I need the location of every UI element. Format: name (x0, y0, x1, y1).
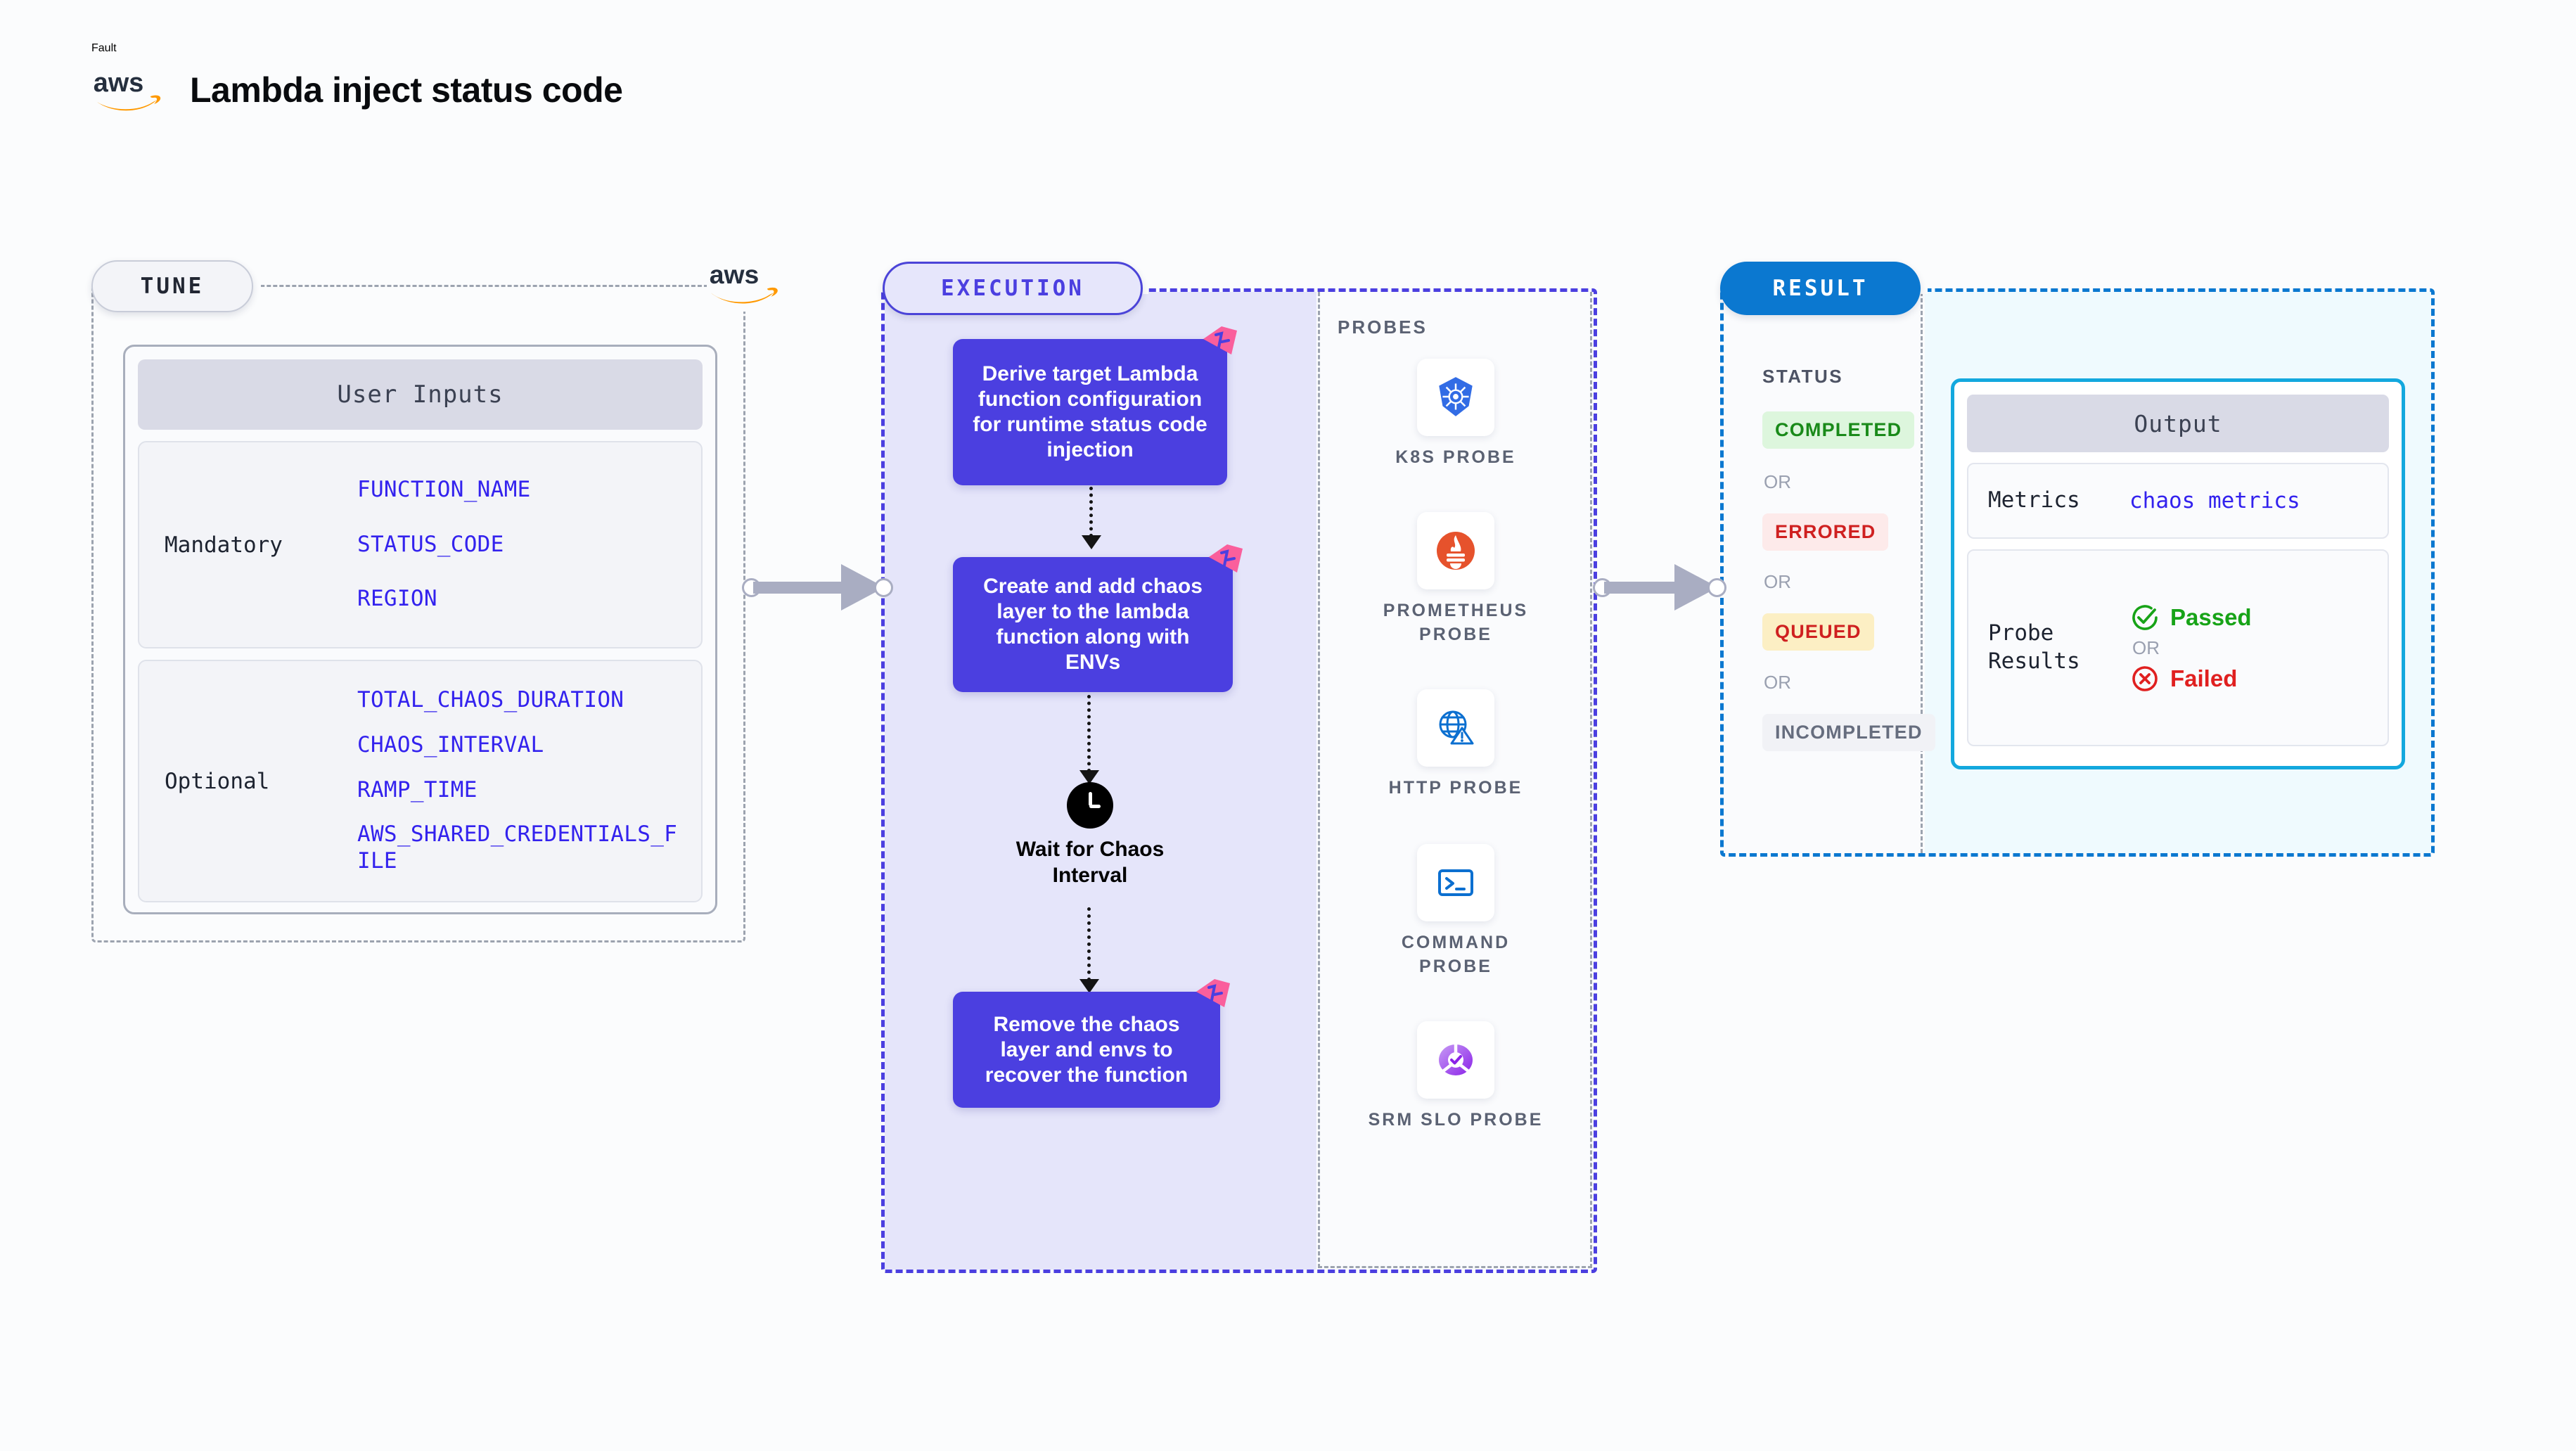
probe-results-label: Probe Results (1988, 620, 2080, 674)
output-title: Output (1967, 395, 2389, 452)
metrics-label: Metrics (1988, 487, 2080, 513)
probe-label: PROMETHEUS PROBE (1383, 601, 1529, 644)
optional-label: Optional (165, 768, 270, 794)
probe-result-or-label: OR (2132, 637, 2160, 658)
status-or-label: OR (1764, 571, 1791, 592)
svg-text:aws: aws (710, 260, 760, 289)
user-inputs-card: User Inputs Mandatory FUNCTION_NAME STAT… (123, 345, 717, 914)
flow-arrow-head (1082, 535, 1101, 549)
execution-container (881, 288, 1597, 1273)
connector-line (1604, 582, 1696, 594)
status-title: STATUS (1762, 366, 1844, 387)
flow-arrow-line (1087, 695, 1091, 772)
check-circle-icon (2132, 604, 2158, 630)
execution-step[interactable]: Remove the chaos layer and envs to recov… (953, 979, 1230, 1108)
passed-label: Passed (2170, 603, 2252, 630)
page-header: Fault aws Lambda inject status code (91, 42, 623, 115)
wait-label: Wait for Chaos Interval (1015, 838, 1165, 887)
input-var: STATUS_CODE (357, 531, 504, 557)
result-container (1720, 288, 2435, 857)
page-title: Lambda inject status code (190, 70, 623, 110)
probe-item-prometheus[interactable]: PROMETHEUS PROBE (1364, 512, 1547, 647)
flow-arrow-line (1089, 487, 1093, 537)
execution-section-label[interactable]: EXECUTION (883, 262, 1143, 315)
x-circle-icon (2132, 665, 2158, 691)
execution-step[interactable]: Create and add chaos layer to the lambda… (953, 544, 1243, 692)
kubernetes-icon (1417, 359, 1494, 436)
flow-arrow-head (1079, 979, 1099, 993)
probe-label: K8S PROBE (1395, 447, 1516, 467)
probe-item-http[interactable]: HTTP PROBE (1364, 689, 1547, 800)
execution-step[interactable]: Derive target Lambda function configurat… (953, 326, 1237, 485)
input-var: TOTAL_CHAOS_DURATION (357, 686, 624, 712)
execution-step-text: Derive target Lambda function configurat… (973, 362, 1207, 461)
input-var: AWS_SHARED_CREDENTIALS_FILE (357, 822, 678, 874)
status-badge-errored: ERRORED (1762, 513, 1889, 551)
terminal-icon (1417, 844, 1494, 921)
output-probe-results-row: Probe Results Passed OR Failed (1967, 549, 2389, 746)
failed-label: Failed (2170, 665, 2238, 691)
probe-label: SRM SLO PROBE (1368, 1110, 1544, 1130)
probe-result-passed: Passed (2129, 602, 2252, 633)
probe-label: COMMAND PROBE (1401, 933, 1511, 976)
input-var: RAMP_TIME (357, 776, 478, 803)
probe-label: HTTP PROBE (1388, 778, 1523, 798)
tune-section-label[interactable]: TUNE (91, 260, 253, 312)
user-inputs-title: User Inputs (138, 359, 703, 430)
optional-values: TOTAL_CHAOS_DURATION CHAOS_INTERVAL RAMP… (357, 678, 688, 884)
aws-logo: aws (91, 65, 169, 115)
execution-step-text: Remove the chaos layer and envs to recov… (985, 1012, 1188, 1087)
metrics-value: chaos metrics (2129, 488, 2300, 513)
input-var: REGION (357, 586, 437, 612)
mandatory-label: Mandatory (165, 532, 283, 558)
svg-text:aws: aws (94, 68, 143, 98)
wait-for-chaos-interval-node: Wait for Chaos Interval (985, 782, 1196, 888)
probe-item-srm-slo[interactable]: SRM SLO PROBE (1364, 1021, 1547, 1132)
probe-item-command[interactable]: COMMAND PROBE (1364, 844, 1547, 979)
probe-result-failed: Failed (2129, 663, 2252, 694)
http-globe-warning-icon (1417, 689, 1494, 767)
connector-tune-to-execution (742, 563, 893, 612)
result-status-column (1724, 292, 1923, 853)
flow-arrow-head (1079, 770, 1099, 784)
connector-end-dot (1707, 578, 1726, 597)
result-section-label[interactable]: RESULT (1720, 262, 1921, 315)
connector-line (753, 582, 859, 594)
prometheus-icon (1417, 512, 1494, 589)
probes-container (1318, 292, 1592, 1268)
status-or-label: OR (1764, 471, 1791, 492)
mandatory-values: FUNCTION_NAME STATUS_CODE REGION (357, 463, 531, 627)
clock-icon (1067, 782, 1113, 829)
flow-arrow-line (1087, 907, 1091, 981)
execution-step-text: Create and add chaos layer to the lambda… (983, 575, 1203, 674)
tune-container (91, 285, 745, 942)
status-badge-completed: COMPLETED (1762, 411, 1915, 449)
output-metrics-row: Metrics chaos metrics (1967, 463, 2389, 539)
connector-execution-to-result (1593, 563, 1726, 612)
input-var: FUNCTION_NAME (357, 476, 531, 502)
status-or-label: OR (1764, 672, 1791, 693)
tune-provider-logo: aws (707, 257, 788, 312)
probes-title: PROBES (1338, 317, 1428, 338)
input-var: CHAOS_INTERVAL (357, 731, 544, 758)
srm-slo-icon (1417, 1021, 1494, 1099)
status-badge-queued: QUEUED (1762, 613, 1874, 651)
header-kicker: Fault (91, 42, 117, 54)
connector-end-dot (874, 578, 893, 597)
mandatory-inputs-group: Mandatory FUNCTION_NAME STATUS_CODE REGI… (138, 441, 703, 648)
optional-inputs-group: Optional TOTAL_CHAOS_DURATION CHAOS_INTE… (138, 660, 703, 902)
status-badge-incompleted: INCOMPLETED (1762, 714, 1935, 751)
probe-item-k8s[interactable]: K8S PROBE (1364, 359, 1547, 470)
output-card: Output Metrics chaos metrics Probe Resul… (1951, 378, 2405, 769)
